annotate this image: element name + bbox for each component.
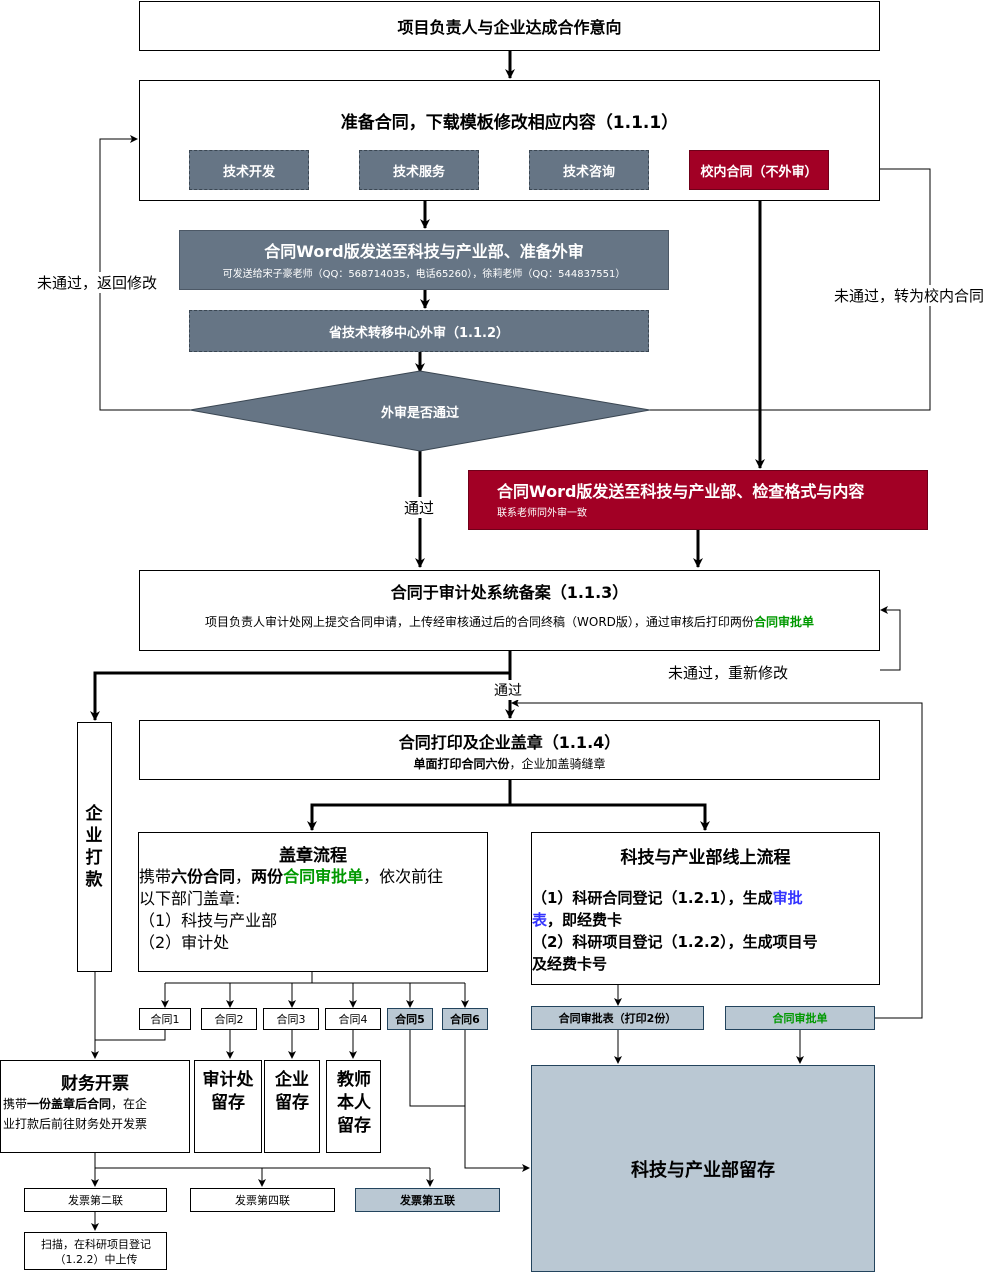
online-line1-cont: 表，即经费卡 <box>532 909 622 930</box>
finance-node: 财务开票 携带一份盖章后合同，在企 业打款后前往财务处开发票 <box>0 1060 190 1153</box>
audit-title: 合同于审计处系统备案（1.1.3） <box>390 583 629 602</box>
edge-label-fail-revise: 未通过，重新修改 <box>668 662 789 683</box>
invoice-5-node: 发票第五联 <box>355 1188 500 1212</box>
contract-4: 合同4 <box>325 1008 381 1030</box>
keep-company-label: 企业留存 <box>275 1070 309 1113</box>
keep-audit-node: 审计处留存 <box>194 1060 262 1153</box>
online-1c: 表 <box>532 911 548 929</box>
contract-1: 合同1 <box>139 1008 191 1030</box>
online-title: 科技与产业部线上流程 <box>620 848 791 868</box>
online-1b: 审批 <box>772 889 803 907</box>
stamp-line1-f: ，依次前往 <box>363 867 444 886</box>
finance-title: 财务开票 <box>61 1074 129 1094</box>
send-internal-sub: 联系老师同外审一致 <box>497 508 587 519</box>
decision-label: 外审是否通过 <box>380 406 459 421</box>
approval-table-node: 合同审批表（打印2份） <box>531 1006 704 1030</box>
send-external-title: 合同Word版发送至科技与产业部、准备外审 <box>264 242 584 261</box>
online-2b: 及经费卡号 <box>532 955 608 973</box>
contract-5: 合同5 <box>387 1008 433 1030</box>
approval-form-label: 合同审批单 <box>772 1012 828 1025</box>
keep-company-node: 企业留存 <box>264 1060 320 1153</box>
type-tech-development: 技术开发 <box>189 150 309 190</box>
send-external-sub: 可发送给宋子豪老师（QQ：568714035，电话65260），徐莉老师（QQ：… <box>222 269 626 280</box>
print-sub-b: 六份 <box>485 757 510 771</box>
online-1d: ，即经费卡 <box>547 911 623 929</box>
send-internal-title: 合同Word版发送至科技与产业部、检查格式与内容 <box>497 482 865 501</box>
audit-desc: 项目负责人审计处网上提交合同申请，上传经审核通过后的合同终稿（WORD版），通过… <box>140 613 879 630</box>
company-pay-label: 企业打款 <box>85 804 103 890</box>
audit-desc-text: 项目负责人审计处网上提交合同申请，上传经审核通过后的合同终稿（WORD版），通过… <box>205 615 754 629</box>
stamp-line1-a: 携带 <box>139 867 172 886</box>
prepare-title: 准备合同，下载模板修改相应内容（1.1.1） <box>340 113 679 133</box>
stamp-line2: 以下部门盖章: <box>139 889 241 908</box>
decision-diamond <box>189 370 651 452</box>
print-node: 合同打印及企业盖章（1.1.4） 单面打印合同六份，企业加盖骑缝章 <box>139 720 880 780</box>
finance-desc-a: 携带 <box>3 1097 28 1111</box>
print-sub-a: 单面打印合同 <box>413 757 486 771</box>
finance-desc-c: ，在企 <box>111 1097 148 1111</box>
edge-label-pass: 通过 <box>404 497 435 518</box>
stamp-title: 盖章流程 <box>279 846 347 866</box>
online-1a: （1）科研合同登记（1.2.1），生成 <box>532 889 773 907</box>
edge-label-pass2: 通过 <box>494 680 522 700</box>
approval-form-node: 合同审批单 <box>725 1006 875 1030</box>
type-internal-contract: 校内合同（不外审） <box>689 150 829 190</box>
send-external-node: 合同Word版发送至科技与产业部、准备外审 可发送给宋子豪老师（QQ：56871… <box>179 230 669 290</box>
company-pay-node: 企业打款 <box>77 722 112 972</box>
stamp-line1-e: 合同审批单 <box>283 867 364 886</box>
type-tech-consulting: 技术咨询 <box>529 150 649 190</box>
stamp-line1-d: 两份 <box>251 867 284 886</box>
online-node: 科技与产业部线上流程 （1）科研合同登记（1.2.1），生成审批 表，即经费卡 … <box>531 832 880 985</box>
contract-2: 合同2 <box>201 1008 257 1030</box>
audit-node: 合同于审计处系统备案（1.1.3） 项目负责人审计处网上提交合同申请，上传经审核… <box>139 570 880 651</box>
stamp-line1-c: ， <box>235 867 252 886</box>
contract-3: 合同3 <box>263 1008 319 1030</box>
keep-audit-label: 审计处留存 <box>202 1070 254 1113</box>
finance-line1: 携带一份盖章后合同，在企 <box>3 1095 147 1112</box>
stamp-line1: 携带六份合同，两份合同审批单，依次前往 <box>139 863 443 887</box>
invoice-4-node: 发票第四联 <box>190 1188 335 1212</box>
send-internal-node: 合同Word版发送至科技与产业部、检查格式与内容 联系老师同外审一致 <box>468 470 928 530</box>
stamp-node: 盖章流程 携带六份合同，两份合同审批单，依次前往 以下部门盖章: （1）科技与产… <box>138 832 488 972</box>
online-2a: （2）科研项目登记（1.2.2），生成项目号 <box>532 933 818 951</box>
stamp-line1-b: 六份合同 <box>171 867 236 886</box>
invoice-2-node: 发票第二联 <box>24 1188 167 1212</box>
print-sub: 单面打印合同六份，企业加盖骑缝章 <box>140 755 879 772</box>
finance-line2: 业打款后前往财务处开发票 <box>3 1117 148 1131</box>
edge-label-fail-return: 未通过，返回修改 <box>37 272 158 293</box>
online-line1: （1）科研合同登记（1.2.1），生成审批 <box>532 887 803 908</box>
finance-desc-b: 一份盖章后合同 <box>27 1097 112 1111</box>
scan-node: 扫描，在科研项目登记（1.2.2）中上传 <box>24 1232 167 1270</box>
provincial-review-node: 省技术转移中心外审（1.1.2） <box>189 310 649 352</box>
print-sub-c: ，企业加盖骑缝章 <box>509 757 606 771</box>
keep-teacher-label: 教师本人留存 <box>337 1070 371 1136</box>
stamp-item1: （1）科技与产业部 <box>139 911 278 930</box>
print-title: 合同打印及企业盖章（1.1.4） <box>398 733 621 752</box>
contract-6: 合同6 <box>442 1008 488 1030</box>
start-node: 项目负责人与企业达成合作意向 <box>139 1 880 51</box>
keep-teacher-node: 教师本人留存 <box>326 1060 381 1153</box>
keep-dept-node: 科技与产业部留存 <box>531 1065 875 1272</box>
edge-label-fail-internal: 未通过，转为校内合同 <box>834 285 985 306</box>
audit-desc-approval: 合同审批单 <box>753 615 814 629</box>
stamp-item2: （2）审计处 <box>139 933 230 952</box>
scan-label: 扫描，在科研项目登记（1.2.2）中上传 <box>41 1238 151 1266</box>
type-tech-service: 技术服务 <box>359 150 479 190</box>
